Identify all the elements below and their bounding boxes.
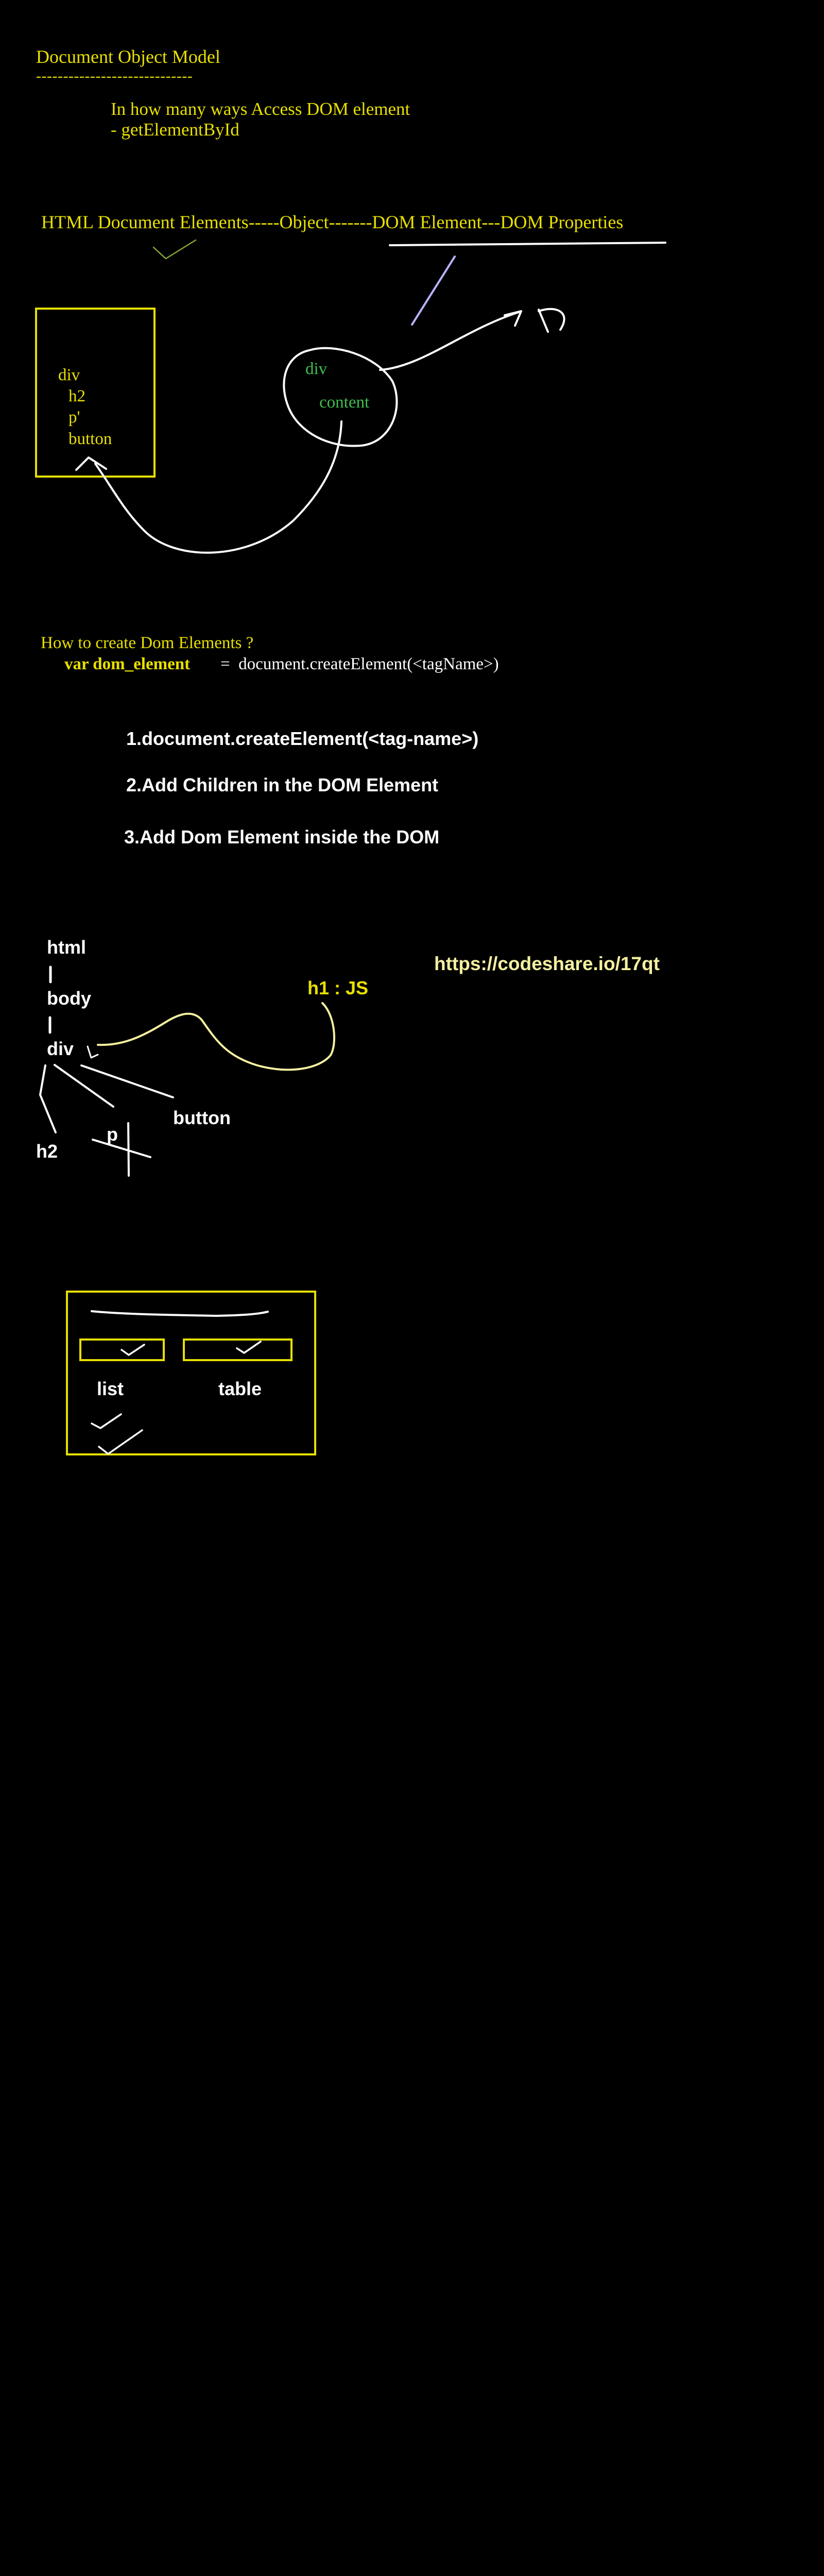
- tree-line-div-h2: [39, 1064, 57, 1133]
- d-scribble: [538, 308, 565, 333]
- codeshare-link: https://codeshare.io/17qt: [434, 953, 660, 974]
- list-tab-sketch: [79, 1338, 165, 1361]
- box-item-div: div: [58, 366, 80, 384]
- dom-flow-text: HTML Document Elements-----Object-------…: [41, 212, 624, 232]
- tree-node-div: div: [47, 1038, 74, 1059]
- diagonal-stroke: [411, 256, 456, 326]
- table-tab-sketch: [183, 1338, 293, 1361]
- title-underline: -----------------------------: [36, 67, 193, 84]
- tree-node-h2: h2: [36, 1141, 58, 1162]
- box-item-button: button: [68, 430, 112, 448]
- box-item-h2: h2: [68, 387, 85, 405]
- p-cross-vertical: [127, 1122, 130, 1177]
- access-question: In how many ways Access DOM element: [111, 99, 410, 119]
- code-create-call: = document.createElement(<tagName>): [220, 655, 499, 673]
- table-label: table: [218, 1378, 262, 1399]
- layout-sketch-box: [66, 1291, 316, 1455]
- p-cross-horizontal: [92, 1139, 151, 1158]
- tree-node-html: html: [47, 937, 86, 958]
- dom-blob-content: content: [319, 393, 370, 412]
- code-var-keyword: var dom_element: [64, 655, 191, 673]
- page-title: Document Object Model: [36, 46, 220, 67]
- step-2: 2.Add Children in the DOM Element: [126, 774, 439, 795]
- list-label: list: [97, 1378, 124, 1399]
- div-to-h1-curve: [97, 1002, 335, 1071]
- access-method-item: - getElementById: [111, 120, 239, 140]
- box-item-p: p': [68, 408, 80, 427]
- tree-line-div-p: [54, 1064, 114, 1108]
- create-question: How to create Dom Elements ?: [41, 634, 254, 652]
- tree-node-p: p: [107, 1124, 118, 1145]
- dom-blob-tag: div: [305, 360, 328, 378]
- tree-node-body: body: [47, 988, 91, 1009]
- tree-line-div-button: [80, 1064, 174, 1098]
- tree-node-button: button: [173, 1107, 231, 1128]
- properties-underline: [389, 242, 666, 246]
- step-1: 1.document.createElement(<tag-name>): [126, 728, 479, 749]
- flow-check-mark: [152, 239, 197, 260]
- arrow-to-properties: [379, 311, 521, 371]
- html-elements-box: [35, 308, 156, 478]
- step-3: 3.Add Dom Element inside the DOM: [124, 826, 440, 848]
- h1-js-note: h1 : JS: [307, 977, 369, 998]
- div-hook-mark: [87, 1045, 99, 1059]
- arrow-head-icon: [504, 310, 522, 327]
